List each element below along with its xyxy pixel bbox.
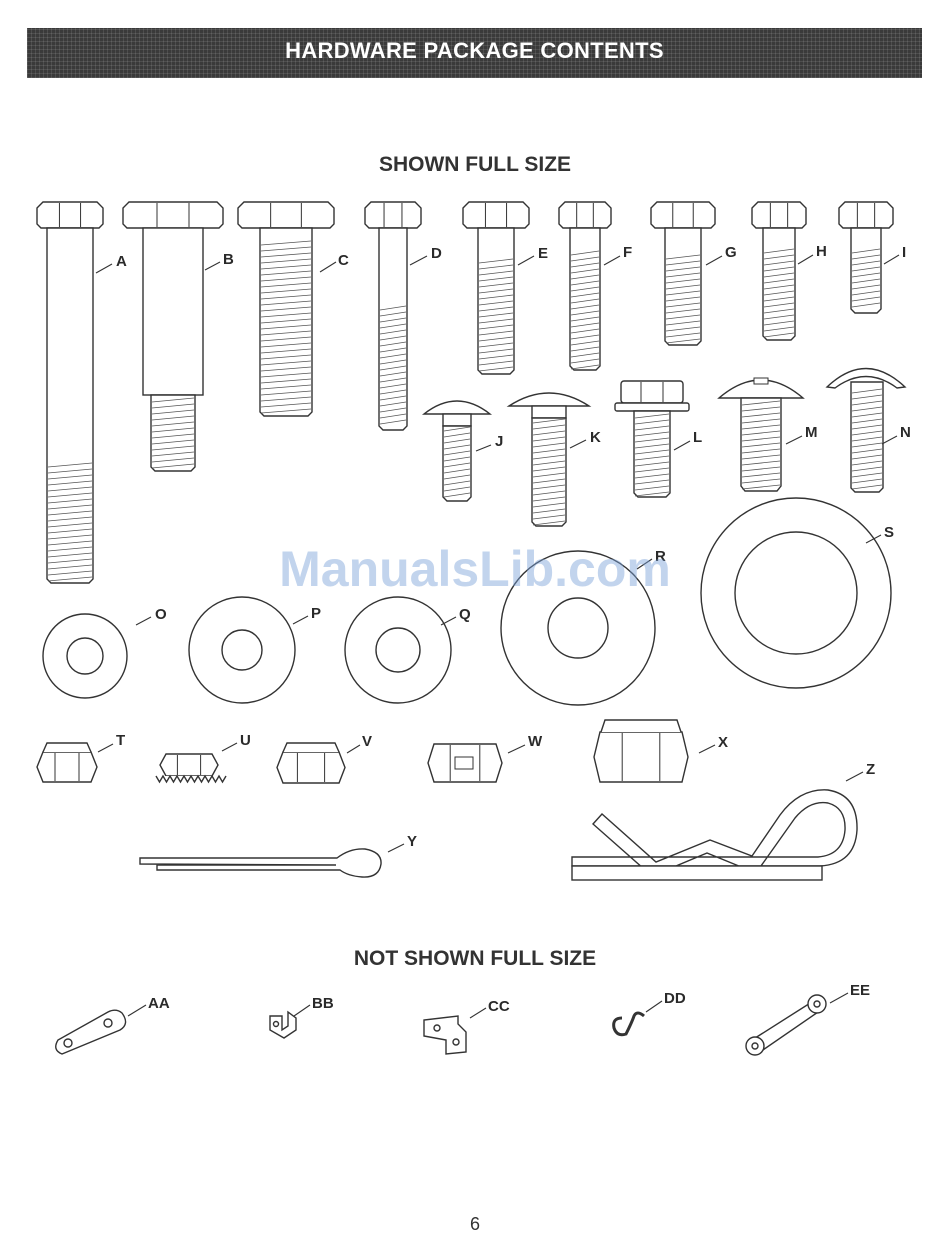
- label-a: A: [116, 253, 127, 270]
- bolt-f: [559, 202, 611, 370]
- nut-v: [277, 743, 345, 783]
- label-l: L: [693, 429, 702, 446]
- label-s: S: [884, 524, 894, 541]
- label-n: N: [900, 424, 911, 441]
- s-hook-dd: [614, 1013, 644, 1035]
- round-head-bolt-n: [827, 369, 905, 493]
- bolt-i: [839, 202, 893, 313]
- bolt-c: [238, 202, 334, 416]
- label-y: Y: [407, 833, 417, 850]
- label-i: I: [902, 244, 906, 261]
- carriage-bolt-k: [509, 393, 589, 526]
- link-plate-aa: [56, 1010, 126, 1054]
- label-g: G: [725, 244, 737, 261]
- label-bb: BB: [312, 995, 334, 1012]
- bolt-g: [651, 202, 715, 345]
- washer-q: [345, 597, 451, 703]
- cotter-pin-y: [140, 849, 381, 877]
- label-v: V: [362, 733, 372, 750]
- bracket-bb: [270, 1012, 296, 1038]
- bolt-d: [365, 202, 421, 430]
- label-c: C: [338, 252, 349, 269]
- label-m: M: [805, 424, 818, 441]
- label-f: F: [623, 244, 632, 261]
- label-e: E: [538, 245, 548, 262]
- label-cc: CC: [488, 998, 510, 1015]
- bolt-a: [37, 202, 103, 583]
- page-number: 6: [0, 1214, 950, 1235]
- carriage-bolt-j: [424, 401, 490, 501]
- label-d: D: [431, 245, 442, 262]
- nut-t: [37, 743, 97, 782]
- label-o: O: [155, 606, 167, 623]
- bolt-h: [752, 202, 806, 340]
- label-x: X: [718, 734, 728, 751]
- label-h: H: [816, 243, 827, 260]
- flange-bolt-l: [615, 381, 689, 497]
- washer-p: [189, 597, 295, 703]
- label-p: P: [311, 605, 321, 622]
- label-b: B: [223, 251, 234, 268]
- label-k: K: [590, 429, 601, 446]
- label-dd: DD: [664, 990, 686, 1007]
- nut-w: [428, 744, 502, 782]
- washer-s: [701, 498, 891, 688]
- washer-r: [501, 551, 655, 705]
- label-w: W: [528, 733, 543, 750]
- bracket-cc: [424, 1016, 466, 1054]
- label-u: U: [240, 732, 251, 749]
- label-r: R: [655, 548, 666, 565]
- label-q: Q: [459, 606, 471, 623]
- label-aa: AA: [148, 995, 170, 1012]
- lever-ee: [746, 995, 826, 1055]
- bolt-e: [463, 202, 529, 374]
- washer-o: [43, 614, 127, 698]
- label-t: T: [116, 732, 125, 749]
- nut-u: [156, 754, 226, 782]
- bolt-b: [123, 202, 223, 471]
- label-z: Z: [866, 761, 875, 778]
- label-ee: EE: [850, 982, 870, 999]
- machine-screw-m: [719, 378, 803, 491]
- label-j: J: [495, 433, 503, 450]
- nut-x: [594, 720, 688, 782]
- hitch-pin-z: [572, 790, 857, 880]
